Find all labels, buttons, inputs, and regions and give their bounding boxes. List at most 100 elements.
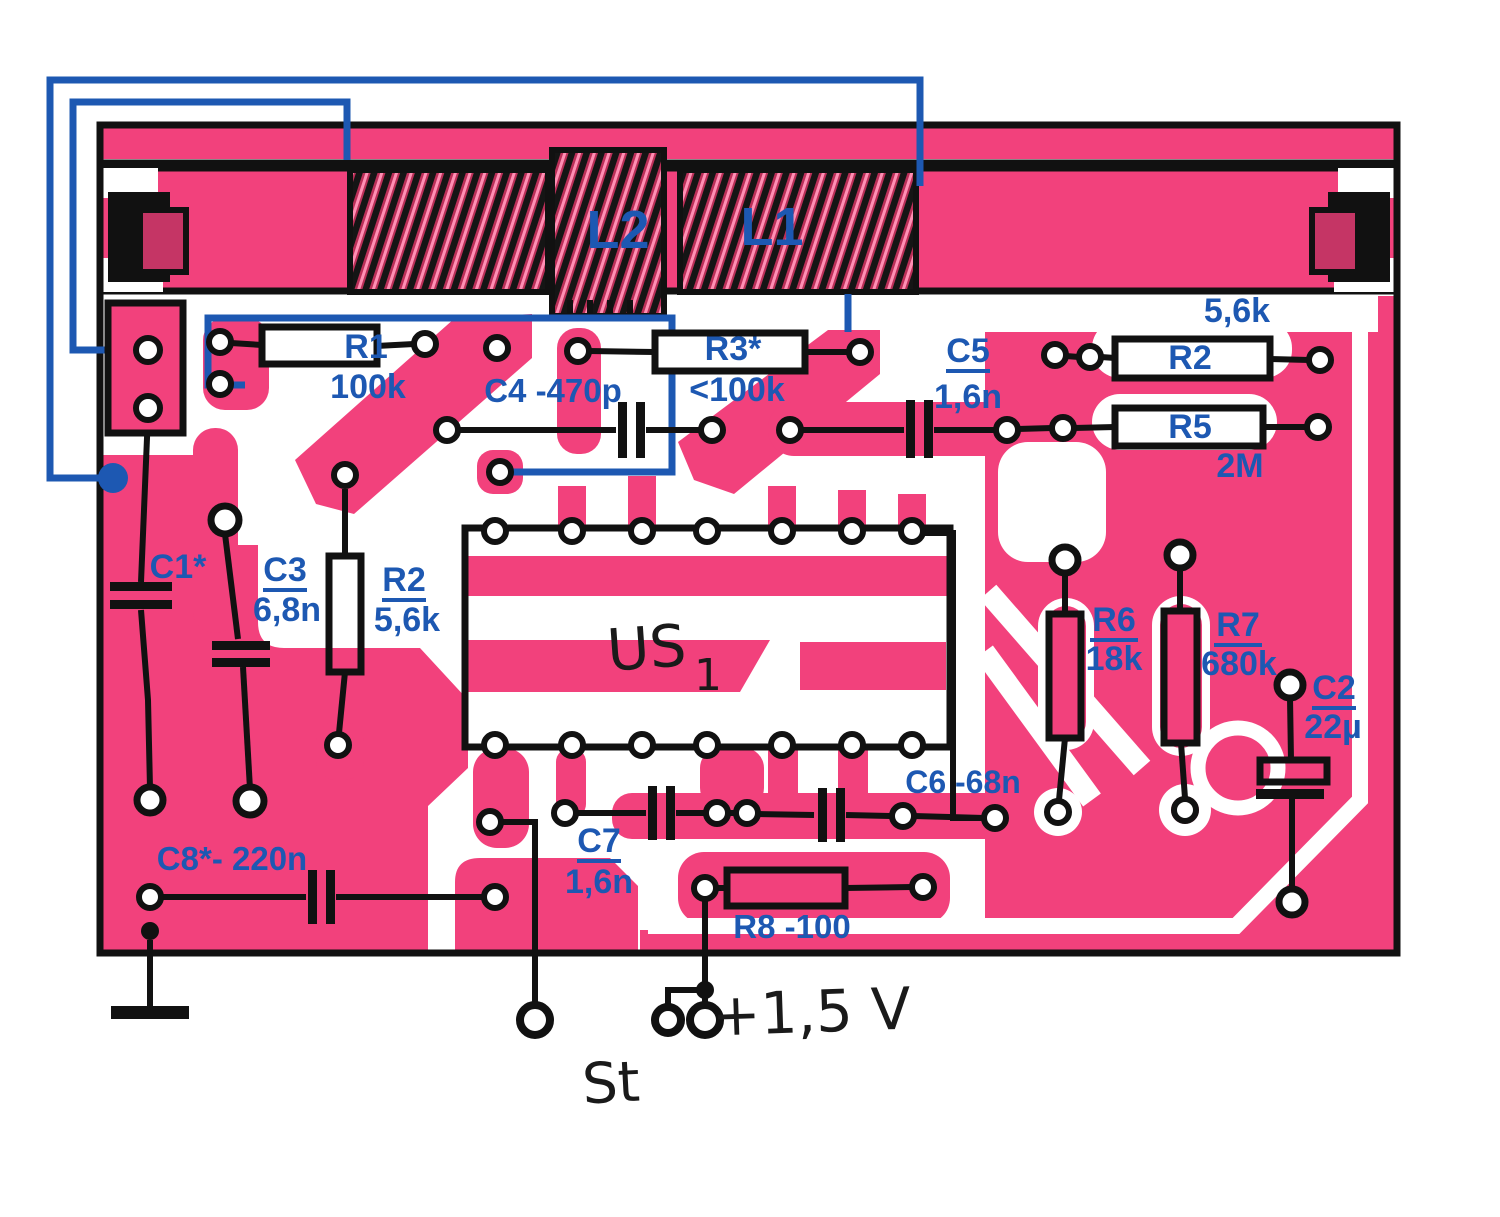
trace-ic-band-1 (467, 556, 947, 596)
label-r1-value: 100k (330, 368, 406, 406)
board-outline (96, 121, 1401, 957)
pad (703, 799, 731, 827)
pad (776, 416, 804, 444)
hole (1275, 885, 1309, 919)
label-r2top-value: 5,6k (1204, 292, 1270, 330)
pad (433, 416, 461, 444)
antenna-wire-outer (46, 76, 924, 482)
label-r3-value: <100k (689, 371, 785, 409)
c2-body (1256, 756, 1331, 786)
ic-pin (558, 731, 586, 759)
hole (1048, 543, 1082, 577)
hole (133, 783, 167, 817)
pad (411, 330, 439, 358)
antenna-wire-inner (69, 98, 351, 354)
label-ic-us: US (605, 611, 689, 684)
board-top-strip (103, 128, 1397, 159)
ic-pin (768, 731, 796, 759)
hole (207, 502, 243, 538)
ic-pin (838, 517, 866, 545)
c1-plate (110, 600, 172, 609)
resistor-bodies (258, 323, 1274, 910)
c5-plate (924, 400, 933, 458)
pad (1044, 798, 1072, 826)
c5-plate (906, 400, 915, 458)
pad (1304, 413, 1332, 441)
pad (331, 461, 359, 489)
ic-pin (481, 731, 509, 759)
pad (993, 416, 1021, 444)
pad (133, 335, 163, 365)
label-c7-value: 1,6n (565, 863, 633, 901)
pad (1049, 414, 1077, 442)
trace-right-sliver (1378, 296, 1397, 338)
hole (1273, 668, 1307, 702)
ic-pin (838, 731, 866, 759)
label-switch: St (581, 1050, 642, 1118)
rod-end-left (137, 207, 189, 275)
label-r2top: R2 (1168, 339, 1211, 377)
ic-pin (628, 517, 656, 545)
pad (733, 799, 761, 827)
pad (551, 799, 579, 827)
terminal-power-a (651, 1003, 685, 1037)
label-power: +1,5 V (711, 975, 913, 1050)
c7-plate (648, 786, 657, 840)
c2-bar (1256, 789, 1324, 799)
c3-plate (212, 641, 270, 650)
label-r5-value: 2M (1216, 447, 1263, 485)
hole (232, 783, 268, 819)
trace-bottom-left (455, 858, 638, 953)
c8-plate (308, 870, 317, 924)
ic-pin (558, 517, 586, 545)
label-r1: R1 (344, 328, 387, 366)
rod-end-right (1309, 207, 1361, 275)
trace-ic-band-2 (467, 640, 770, 692)
pad (691, 874, 719, 902)
label-r8: R8 -100 (733, 908, 850, 945)
pad (206, 328, 234, 356)
pad (909, 873, 937, 901)
antenna-wire-solder-dot (98, 463, 128, 493)
trace-ic-band-3 (800, 642, 946, 690)
antenna-rod (103, 147, 1397, 319)
ic-pin (768, 517, 796, 545)
label-r6: R6 (1092, 601, 1135, 639)
pad (324, 731, 352, 759)
label-coil-l2: L2 (586, 200, 649, 260)
label-coil-l1: L1 (740, 197, 803, 257)
pad (1041, 341, 1069, 369)
r5-body (1111, 404, 1267, 450)
label-c5-value: 1,6n (934, 378, 1002, 416)
pad (486, 458, 514, 486)
label-c1: C1* (150, 548, 207, 586)
c6-plate (818, 788, 827, 842)
coil-l2-lead-dashes (567, 300, 633, 316)
c1-plate (110, 582, 172, 591)
pad (1076, 343, 1104, 371)
pad (1306, 346, 1334, 374)
trace-r7-inner (1160, 604, 1202, 748)
label-c3: C3 (263, 551, 306, 589)
component-wires (138, 340, 1310, 1008)
label-c5: C5 (946, 332, 989, 370)
pad (206, 370, 234, 398)
label-r6-value: 18k (1086, 640, 1143, 678)
r1-body (258, 323, 381, 368)
terminal-power-b (686, 1001, 724, 1039)
ic-pin (628, 731, 656, 759)
r7-body (1160, 607, 1201, 747)
trace-left-pour (100, 455, 468, 953)
ground-pad (141, 922, 159, 940)
isolation-diag (975, 645, 1101, 807)
coil-winding-left (347, 167, 551, 295)
pad (889, 802, 917, 830)
ic-pin (693, 731, 721, 759)
label-ic-index: 1 (694, 650, 722, 701)
c4-plate (618, 402, 627, 458)
label-c3-value: 6,8n (253, 591, 321, 629)
isolation-swirl (1190, 720, 1286, 816)
pad (483, 334, 511, 362)
pad (481, 883, 509, 911)
